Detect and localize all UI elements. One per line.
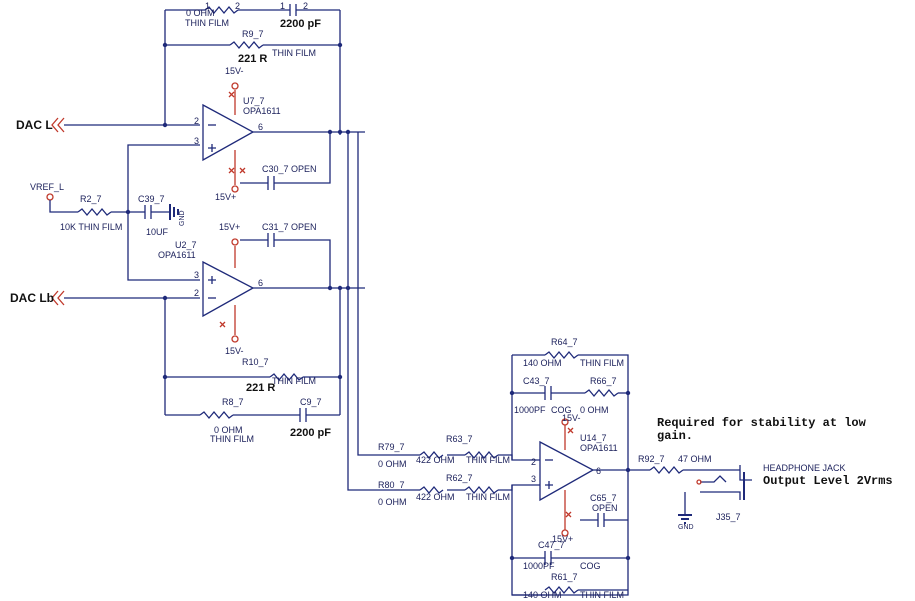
- r61-ref: R61_7: [551, 572, 578, 582]
- r62-type: THIN FILM: [466, 492, 510, 502]
- c47-value: 1000PF: [523, 561, 555, 571]
- u14-opamp: [539, 418, 650, 537]
- u14-feedback-network: [509, 350, 631, 596]
- c9-ref: C9_7: [300, 397, 322, 407]
- dac-l-label: DAC L: [16, 118, 53, 132]
- u2-opamp: [202, 238, 365, 343]
- pin-label: 2: [303, 1, 308, 11]
- r2-value: 10K THIN FILM: [60, 222, 122, 232]
- pin-label: 3: [194, 270, 199, 280]
- u14-supply-pos: 15V+: [552, 534, 573, 544]
- c-top-value: 2200 pF: [280, 18, 321, 30]
- r80-ref: R80_7: [378, 480, 405, 490]
- r61-value: 140 OHM: [523, 590, 562, 600]
- dac-lb-input: [51, 290, 200, 415]
- pin-label: 6: [258, 122, 263, 132]
- r9-value: 221 R: [238, 53, 267, 65]
- c47-type: COG: [580, 561, 601, 571]
- r-top-type: THIN FILM: [185, 18, 229, 28]
- pin-label: 2: [235, 1, 240, 11]
- stability-note-line2: gain.: [657, 429, 693, 443]
- r8-value: 0 OHM: [214, 425, 243, 435]
- c9-value: 2200 pF: [290, 427, 331, 439]
- r66-ref: R66_7: [590, 376, 617, 386]
- r8-ref: R8_7: [222, 397, 244, 407]
- c43-value: 1000PF: [514, 405, 546, 415]
- r62-value: 422 OHM: [416, 492, 455, 502]
- headphone-jack-label: HEADPHONE JACK: [763, 463, 846, 473]
- r10-type: THIN FILM: [272, 376, 316, 386]
- r63-ref: R63_7: [446, 434, 473, 444]
- r10-ref: R10_7: [242, 357, 269, 367]
- j35-ref: J35_7: [716, 512, 741, 522]
- pin-label: 2: [194, 116, 199, 126]
- r2-ref: R2_7: [80, 194, 102, 204]
- r9-ref: R9_7: [242, 29, 264, 39]
- c43-ref: C43_7: [523, 376, 550, 386]
- r79-value: 0 OHM: [378, 459, 407, 469]
- pin-label: 3: [531, 474, 536, 484]
- c30-branch: [240, 132, 331, 190]
- gnd-label: GND: [179, 210, 186, 226]
- u7-supply-pos: 15V+: [215, 192, 236, 202]
- pin-label: 6: [258, 278, 263, 288]
- pin-label: 6: [596, 466, 601, 476]
- u7-part: OPA1611: [243, 106, 281, 116]
- r64-ref: R64_7: [551, 337, 578, 347]
- c31-ref: C31_7 OPEN: [262, 222, 317, 232]
- pin-label: 2: [194, 288, 199, 298]
- r61-type: THIN FILM: [580, 590, 624, 600]
- stability-note-line1: Required for stability at low: [657, 416, 867, 430]
- pin-label: 1: [280, 1, 285, 11]
- r62-ref: R62_7: [446, 473, 473, 483]
- pin-label: 1: [205, 1, 210, 11]
- r79-ref: R79_7: [378, 442, 405, 452]
- u2-ref: U2_7: [175, 240, 197, 250]
- r-top-value: 0 OHM: [186, 8, 215, 18]
- r64-value: 140 OHM: [523, 358, 562, 368]
- output-level-note: Output Level 2Vrms: [763, 474, 893, 488]
- r10-value: 221 R: [246, 382, 275, 394]
- u14-supply-neg: 15V-: [562, 413, 581, 423]
- r66-value: 0 OHM: [580, 405, 609, 415]
- vref-network: [46, 144, 200, 281]
- c43-type: COG: [551, 405, 572, 415]
- u2-supply-neg: 15V-: [225, 346, 244, 356]
- c31-branch: [240, 233, 331, 288]
- pin-label: 3: [194, 136, 199, 146]
- gnd-label: GND: [678, 524, 694, 531]
- u7-ref: U7_7: [243, 96, 265, 106]
- c30-ref: C30_7 OPEN: [262, 164, 317, 174]
- c39-value: 10UF: [146, 227, 169, 237]
- r63-type: THIN FILM: [466, 455, 510, 465]
- u7-supply-neg: 15V-: [225, 66, 244, 76]
- r92-value: 47 OHM: [678, 454, 712, 464]
- u7-opamp: [202, 82, 365, 193]
- u2-supply-pos: 15V+: [219, 222, 240, 232]
- output-to-jack: [649, 465, 752, 524]
- u14-ref: U14_7: [580, 433, 607, 443]
- u14-part: OPA1611: [580, 443, 618, 453]
- r8-type: THIN FILM: [210, 434, 254, 444]
- dac-lb-label: DAC Lb: [10, 291, 54, 305]
- diff-stage-inputs: [347, 132, 540, 495]
- c65-value: OPEN: [592, 503, 618, 513]
- u2-feedback-network: [162, 288, 343, 422]
- r80-value: 0 OHM: [378, 497, 407, 507]
- r9-type: THIN FILM: [272, 48, 316, 58]
- pin-label: 2: [531, 457, 536, 467]
- u7-feedback-network: [162, 4, 343, 135]
- c39-ref: C39_7: [138, 194, 165, 204]
- r64-type: THIN FILM: [580, 358, 624, 368]
- c47-ref: C47_7: [538, 540, 565, 550]
- u2-part: OPA1611: [158, 250, 196, 260]
- dac-l-input: [51, 117, 200, 133]
- r92-ref: R92_7: [638, 454, 665, 464]
- vref-label: VREF_L: [30, 182, 64, 192]
- r63-value: 422 OHM: [416, 455, 455, 465]
- c65-ref: C65_7: [590, 493, 617, 503]
